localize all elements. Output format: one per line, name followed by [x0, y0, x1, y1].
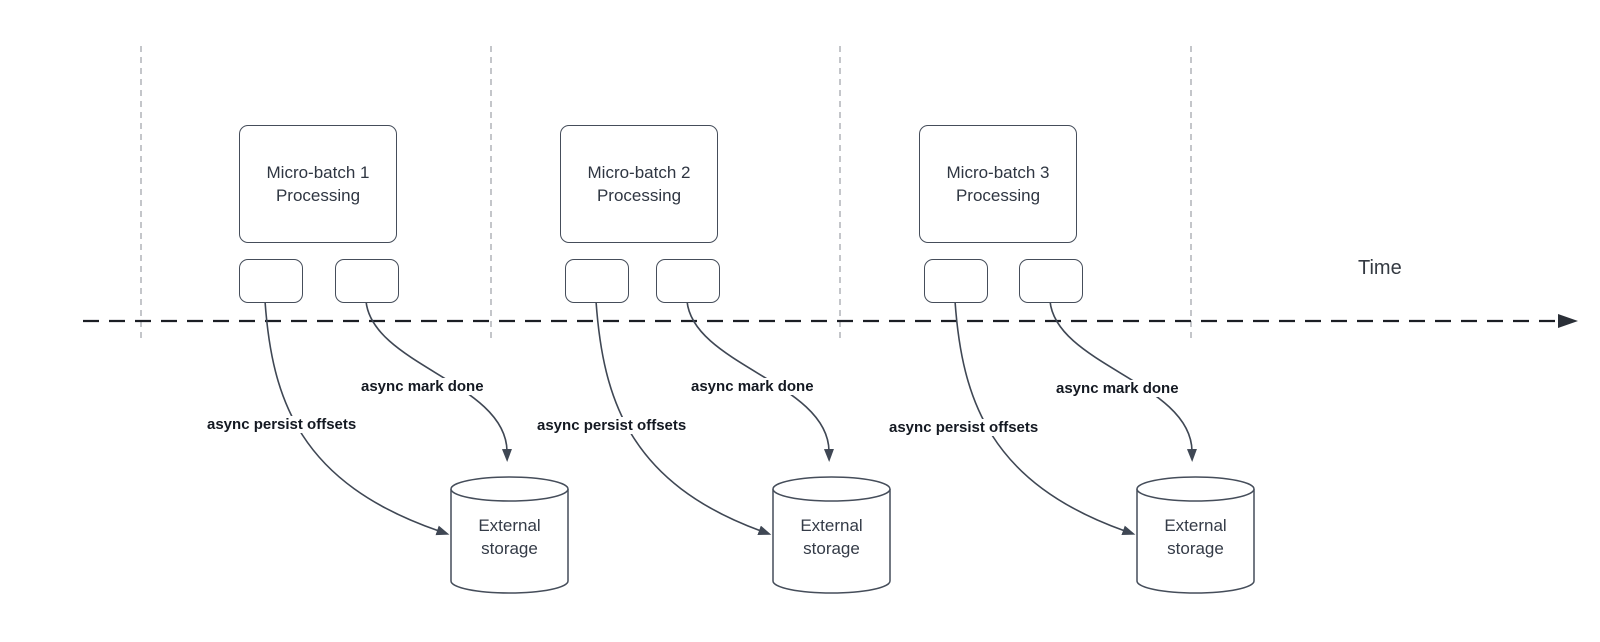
- mark-done-task-chip-3: [1019, 259, 1083, 303]
- processing-box-1: Micro-batch 1 Processing: [239, 125, 397, 243]
- persist-offsets-label: async persist offsets: [886, 419, 1042, 436]
- processing-box-title: Micro-batch 2: [587, 163, 691, 182]
- storage-label-line1: External: [800, 516, 863, 535]
- storage-label-line2: storage: [1167, 539, 1224, 558]
- offset-task-chip-1: [239, 259, 303, 303]
- mark-done-label: async mark done: [1053, 380, 1182, 397]
- mark-done-task-chip-1: [335, 259, 399, 303]
- processing-box-title: Micro-batch 1: [266, 163, 370, 182]
- storage-label-line2: storage: [481, 539, 538, 558]
- persist-offsets-arrow-1: [264, 300, 450, 536]
- mark-done-label: async mark done: [688, 378, 817, 395]
- external-storage-cylinder-2: [772, 476, 891, 594]
- persist-offsets-arrow-3: [954, 300, 1136, 536]
- external-storage-cylinder-1: [450, 476, 569, 594]
- persist-offsets-label: async persist offsets: [204, 416, 360, 433]
- offset-task-chip-3: [924, 259, 988, 303]
- persist-offsets-label: async persist offsets: [534, 417, 690, 434]
- processing-box-subtitle: Processing: [955, 186, 1041, 205]
- mark-done-arrow-1: [365, 300, 512, 462]
- mark-done-arrow-2: [686, 300, 834, 462]
- storage-label-line1: External: [478, 516, 541, 535]
- storage-label-1: External storage: [451, 514, 568, 560]
- offset-task-chip-2: [565, 259, 629, 303]
- processing-box-2: Micro-batch 2 Processing: [560, 125, 718, 243]
- processing-box-subtitle: Processing: [596, 186, 682, 205]
- mark-done-arrow-3: [1049, 300, 1197, 462]
- mark-done-label: async mark done: [358, 378, 487, 395]
- storage-label-line1: External: [1164, 516, 1227, 535]
- storage-label-3: External storage: [1137, 514, 1254, 560]
- mark-done-task-chip-2: [656, 259, 720, 303]
- storage-label-line2: storage: [803, 539, 860, 558]
- external-storage-cylinder-3: [1136, 476, 1255, 594]
- storage-label-2: External storage: [773, 514, 890, 560]
- processing-box-subtitle: Processing: [275, 186, 361, 205]
- persist-offsets-arrow-2: [595, 300, 772, 536]
- time-axis-label: Time: [1358, 257, 1402, 279]
- processing-box-3: Micro-batch 3 Processing: [919, 125, 1077, 243]
- processing-box-title: Micro-batch 3: [946, 163, 1050, 182]
